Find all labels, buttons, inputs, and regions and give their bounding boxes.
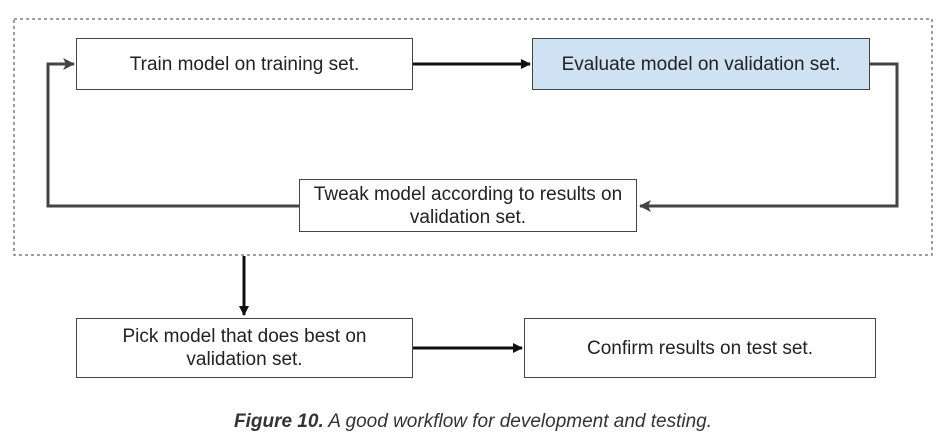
evaluate-model-label: Evaluate model on validation set.	[561, 53, 841, 75]
pick-model-label: Pick model that does best on validation …	[122, 326, 367, 370]
dashed-loop-container	[13, 18, 933, 256]
arrow-tweak-to-train	[46, 58, 299, 208]
figure-caption-label: Figure 10.	[233, 411, 324, 432]
figure-caption: Figure 10. A good workflow for developme…	[0, 411, 946, 433]
confirm-results-box: Confirm results on test set.	[524, 318, 876, 378]
figure-caption-text: A good workflow for development and test…	[323, 411, 713, 432]
tweak-model-box: Tweak model according to results on vali…	[299, 179, 637, 232]
train-model-box: Train model on training set.	[76, 38, 413, 90]
arrow-evaluate-to-tweak	[639, 62, 899, 212]
evaluate-model-box: Evaluate model on validation set.	[532, 38, 870, 90]
confirm-results-label: Confirm results on test set.	[587, 337, 813, 359]
train-model-label: Train model on training set.	[129, 53, 360, 75]
pick-model-box: Pick model that does best on validation …	[76, 318, 413, 378]
tweak-model-label: Tweak model according to results on vali…	[313, 183, 623, 228]
